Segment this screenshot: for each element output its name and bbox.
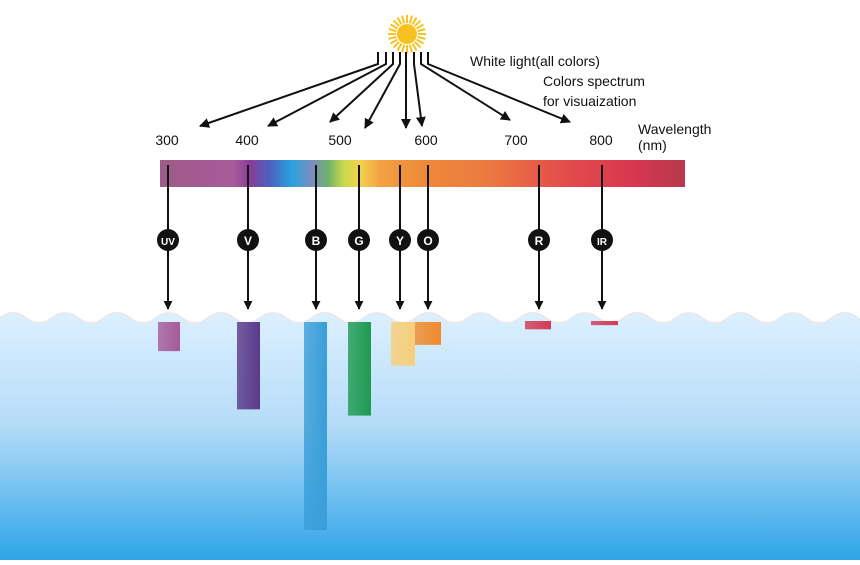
band-badge-uv: [157, 229, 179, 251]
band-label-uv: UV: [161, 237, 175, 248]
band-label-r: R: [535, 234, 544, 248]
water-body: [0, 313, 860, 560]
tick-label: 800: [589, 132, 613, 148]
tick-label: 500: [328, 132, 352, 148]
penetration-bar-v: [237, 322, 260, 410]
white-light-label: White light(all colors): [470, 53, 600, 69]
band-label-o: O: [423, 234, 432, 248]
band-label-y: Y: [396, 234, 404, 248]
tick-label: 400: [235, 132, 259, 148]
tick-label: 700: [504, 132, 528, 148]
ray-arrow: [427, 52, 571, 124]
penetration-bar-ir: [591, 321, 618, 326]
ray-arrow: [329, 52, 394, 123]
band-badge-g: [348, 229, 370, 251]
band-label-b: B: [312, 234, 321, 248]
ray-arrow: [420, 52, 511, 121]
band-badge-v: [237, 229, 259, 251]
sun-rays: [199, 52, 571, 129]
ray-arrow: [199, 52, 379, 128]
penetration-bar-g: [348, 322, 371, 416]
band-label-ir: IR: [597, 237, 608, 248]
band-badge-y: [389, 229, 411, 251]
penetration-bar-r: [525, 321, 551, 330]
penetration-bar-uv: [158, 322, 180, 352]
band-label-v: V: [244, 234, 252, 248]
sun-icon: [388, 15, 426, 53]
ray-arrow: [364, 52, 401, 129]
spectrum-label-line1: Colors spectrum: [543, 73, 645, 89]
tick-label: 300: [155, 132, 179, 148]
band-badge-ir: [591, 229, 613, 251]
spectrum-label-line2: for visuaization: [543, 93, 636, 109]
penetration-bar-o: [415, 322, 441, 345]
wavelength-label-line2: (nm): [638, 137, 667, 153]
band-badge-o: [417, 229, 439, 251]
wavelength-ticks: 300 400 500 600 700 800: [155, 132, 613, 148]
band-badge-b: [305, 229, 327, 251]
ray-arrow: [267, 52, 387, 127]
color-bands: UV V B G Y O R IR: [157, 165, 618, 530]
ray-arrow: [413, 52, 426, 127]
penetration-bar-y: [391, 322, 415, 366]
spectrum-bar: [160, 160, 685, 187]
water-surface-wave: [0, 312, 859, 324]
band-badge-r: [528, 229, 550, 251]
tick-label: 600: [414, 132, 438, 148]
penetration-bar-b: [304, 322, 327, 530]
band-label-g: G: [354, 234, 363, 248]
wavelength-label-line1: Wavelength: [638, 121, 711, 137]
